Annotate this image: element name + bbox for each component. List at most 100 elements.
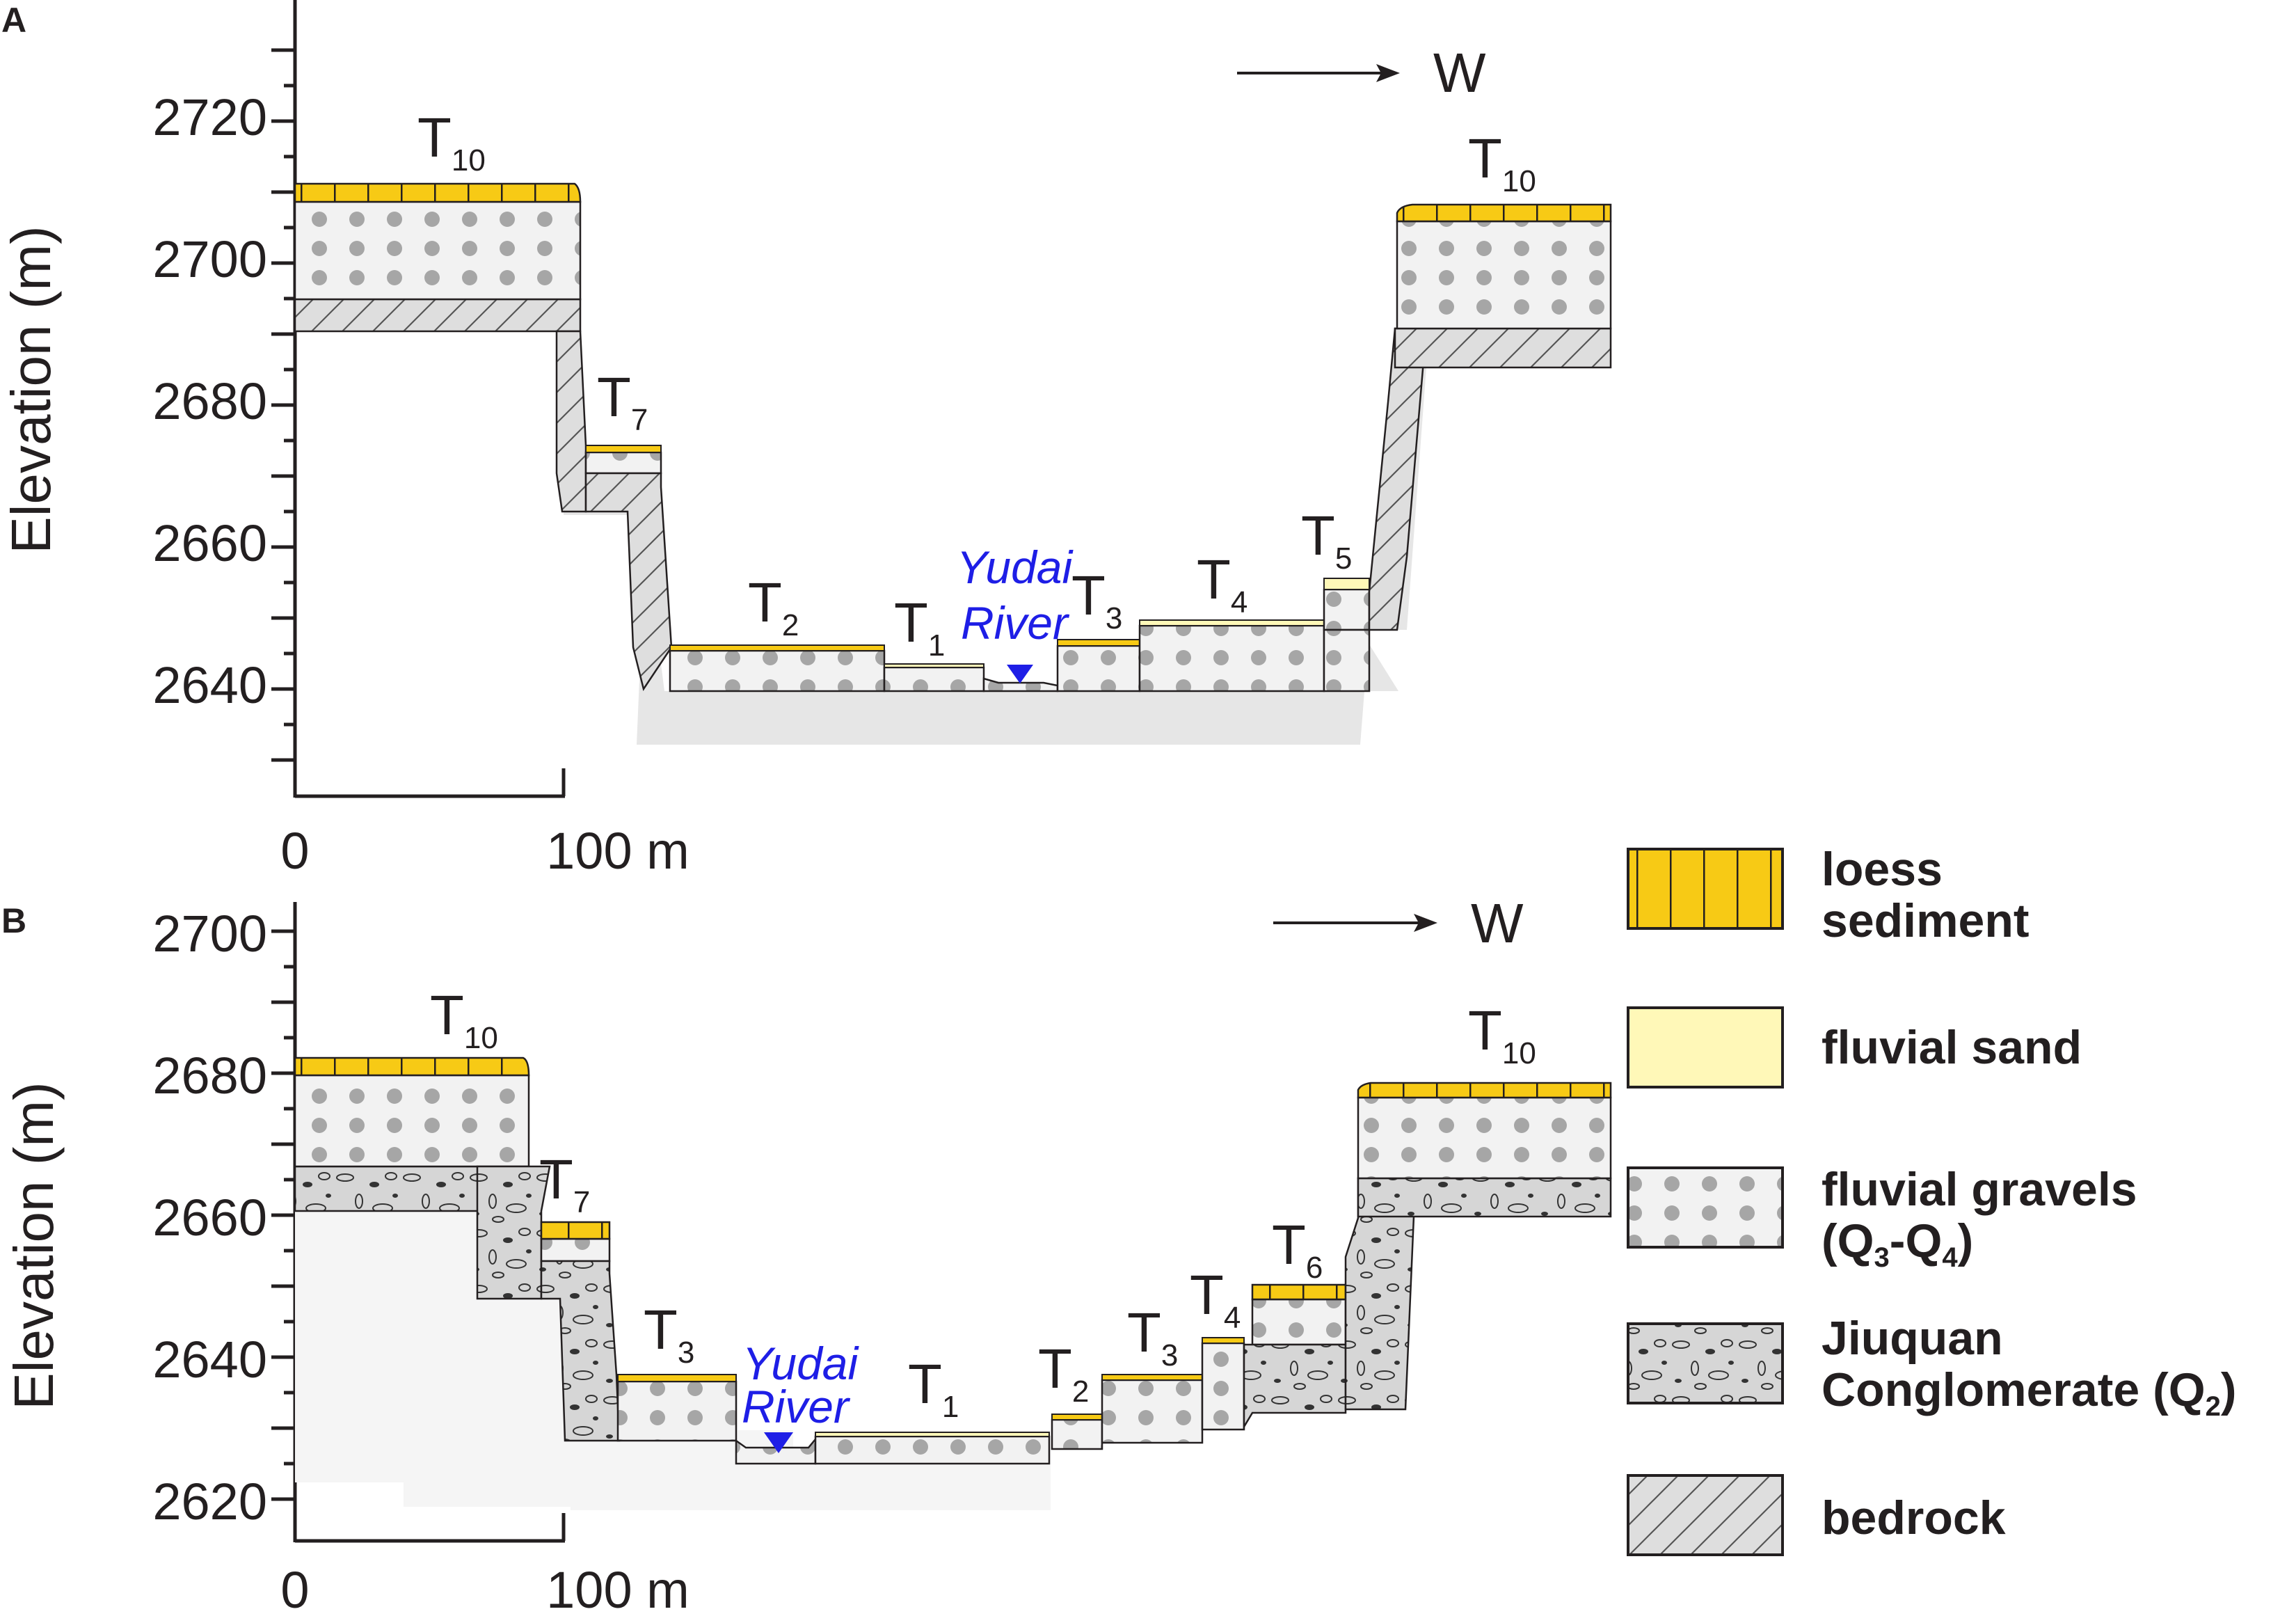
panel-a-t1 [883, 663, 985, 692]
panel-b-conglom-step-left [476, 1165, 551, 1300]
conglomerate-block [1243, 1343, 1347, 1430]
gravel-block [1051, 1418, 1103, 1450]
panel-b-direction-label: W [1471, 892, 1524, 954]
panel-b-ytick-2700: 2700 [152, 905, 267, 963]
legend-item-gravel: fluvial gravels (Q3-Q4) [1627, 1163, 2137, 1273]
loess-block [1251, 1283, 1347, 1301]
gravel-block [294, 200, 582, 301]
panel-b: B 2700 2680 2660 2640 2620 Elevation (m)… [1, 892, 1612, 1619]
panel-b-t1 [814, 1432, 1051, 1465]
terrace-label-t7: T7 [597, 366, 648, 437]
panel-b-t3-right [1101, 1374, 1204, 1444]
loess-block [540, 1221, 611, 1240]
panel-b-t6 [1243, 1283, 1347, 1430]
loess-block [617, 1374, 737, 1382]
panel-a-ylabel: Elevation (m) [0, 225, 62, 553]
panel-b-ylabel: Elevation (m) [3, 1082, 65, 1409]
terrace-label-t7: T7 [539, 1148, 590, 1219]
loess-block [1202, 1337, 1245, 1344]
terrace-label-t1: T1 [894, 592, 945, 663]
panel-b-ytick-2660: 2660 [152, 1189, 267, 1246]
legend-label-sand: fluvial sand [1821, 1021, 2082, 1074]
panel-a-t7 [584, 445, 673, 692]
legend-label-bedrock: bedrock [1821, 1491, 2006, 1544]
panel-b-t3-left [616, 1374, 738, 1442]
panel-b-ytick-labels: 2700 2680 2660 2640 2620 [152, 905, 267, 1530]
gravel-block [1251, 1298, 1347, 1346]
terrace-label-t10-left: T10 [430, 984, 498, 1055]
gravel-block [584, 451, 662, 475]
panel-a-ytick-labels: 2720 2700 2680 2660 2640 [152, 88, 267, 714]
bedrock-block [584, 472, 673, 692]
panel-b-t10-left [294, 1056, 530, 1212]
panel-b-ytick-2680: 2680 [152, 1047, 267, 1105]
terrace-label-t3: T3 [1071, 564, 1122, 635]
legend-swatch-conglomerate [1627, 1322, 1784, 1404]
legend-label-gravel-line2: (Q3-Q4) [1821, 1214, 1973, 1273]
terrace-label-t10-right: T10 [1468, 127, 1536, 198]
panel-a-terrace-labels: T10 T7 T2 T1 T3 T4 T5 T10 [417, 106, 1536, 663]
terrace-label-t2: T2 [748, 571, 799, 642]
legend-item-conglomerate: Jiuquan Conglomerate (Q2) [1627, 1312, 2237, 1422]
terrace-label-t6: T6 [1272, 1214, 1323, 1285]
bedrock-block [294, 298, 582, 333]
panel-a-xtick-0: 0 [280, 822, 309, 880]
panel-a-t5 [1323, 578, 1371, 692]
legend-label-loess-line1: loess [1821, 843, 1943, 896]
panel-b-river-label: Yudai River [742, 1338, 860, 1432]
legend-label-conglomerate-line2: Conglomerate (Q2) [1821, 1363, 2237, 1422]
terrace-label-t5: T5 [1301, 505, 1352, 576]
legend-item-sand: fluvial sand [1627, 1006, 2082, 1088]
loess-block [585, 445, 662, 453]
river-label-line2: River [742, 1381, 851, 1432]
gravel-block [1056, 644, 1141, 692]
panel-b-direction-arrow: W [1273, 892, 1524, 954]
loess-block [1396, 203, 1612, 223]
panel-a-river-label: Yudai River [957, 541, 1074, 649]
bedrock-block [1394, 327, 1612, 369]
panel-b-ytick-2640: 2640 [152, 1331, 267, 1388]
panel-b-ytick-2620: 2620 [152, 1473, 267, 1530]
terrace-label-t10-right: T10 [1468, 999, 1536, 1070]
panel-b-t4 [1201, 1337, 1245, 1431]
panel-b-terrace-labels: T10 T7 T3 T1 T2 T3 T4 T6 T10 [430, 984, 1536, 1424]
terrace-label-t10-left: T10 [417, 106, 486, 177]
terrace-label-t3-left: T3 [644, 1299, 694, 1370]
legend-label-gravel-line1: fluvial gravels [1821, 1163, 2137, 1216]
legend-swatch-bedrock [1627, 1474, 1784, 1556]
panel-a-ytick-2640: 2640 [152, 656, 267, 714]
legend-swatch-sand [1627, 1006, 1784, 1088]
panel-a-ytick-2720: 2720 [152, 88, 267, 146]
gravel-block [294, 1074, 530, 1168]
gravel-block [669, 649, 886, 692]
legend-label-conglomerate-line1: Jiuquan [1821, 1312, 2003, 1365]
gravel-block [1201, 1342, 1245, 1431]
loess-block [1051, 1414, 1103, 1420]
panel-a-xtick-100m: 100 m [546, 822, 689, 880]
river-label-line1: Yudai [742, 1338, 860, 1389]
legend-swatch-loess [1627, 848, 1784, 930]
panel-a-direction-label: W [1433, 42, 1486, 104]
loess-block [294, 1056, 530, 1077]
gravel-block [1396, 220, 1612, 330]
legend-item-bedrock: bedrock [1627, 1474, 2006, 1556]
sand-block [884, 663, 984, 668]
panel-a-t2 [669, 644, 886, 692]
gravel-block [616, 1380, 738, 1442]
legend-swatch-gravel [1627, 1166, 1784, 1249]
panel-a-t10-right [1394, 203, 1612, 369]
triangle-down-icon [764, 1432, 793, 1453]
panel-a-t4 [1138, 619, 1325, 692]
panel-a-t10-left [294, 182, 582, 333]
gravel-block [1357, 1096, 1612, 1180]
river-label-line1: Yudai [957, 541, 1074, 593]
gravel-block [883, 666, 985, 692]
panel-b-label: B [1, 901, 26, 940]
panel-b-t2 [1051, 1414, 1103, 1450]
gravel-block [814, 1435, 1051, 1465]
panel-a-label: A [1, 1, 26, 40]
gravel-block-lower [1323, 628, 1371, 692]
panel-b-t10-right [1357, 1082, 1612, 1218]
triangle-down-icon [1007, 665, 1033, 683]
